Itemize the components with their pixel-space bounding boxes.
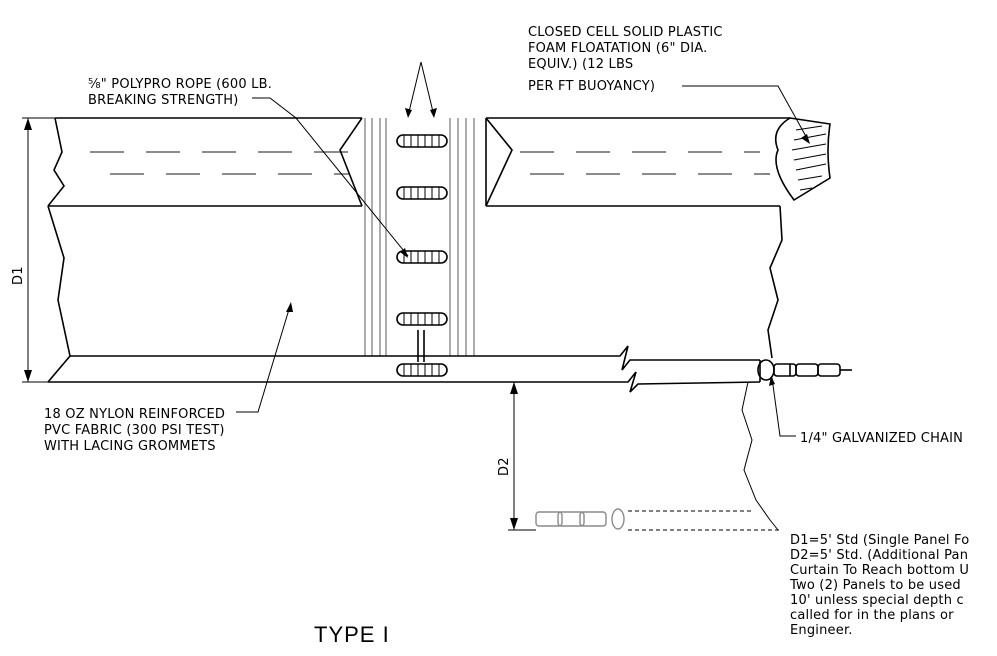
- left-float-end: [339, 117, 363, 207]
- d2-dimension: [508, 382, 536, 531]
- lacing-seam: [364, 118, 475, 362]
- seam-arrows: [405, 61, 437, 118]
- rope-note-line: BREAKING STRENGTH): [88, 93, 239, 108]
- foam-note-line: PER FT BUOYANCY): [528, 79, 655, 94]
- foam-leader: [682, 85, 810, 144]
- fabric-leader: [236, 302, 293, 413]
- grommet: [396, 363, 448, 377]
- lower-chain: [535, 508, 780, 531]
- d1-label: D1: [11, 266, 26, 285]
- additional-panel-edge: [741, 381, 779, 531]
- d1-dimension: [22, 117, 55, 383]
- fabric-note-line: 18 OZ NYLON REINFORCED: [44, 407, 225, 422]
- grommet: [396, 250, 448, 264]
- spec-note: D1=5' Std (Single Panel Fo D2=5' Std. (A…: [789, 533, 969, 638]
- foam-note-line: CLOSED CELL SOLID PLASTIC: [528, 25, 723, 40]
- spec-note-line: D2=5' Std. (Additional Pan: [790, 548, 968, 563]
- chain-leader: [769, 376, 796, 437]
- spec-note-line: Two (2) Panels to be used: [789, 578, 961, 593]
- foam-note-line: EQUIV.) (12 LBS: [528, 57, 633, 72]
- spec-note-line: Curtain To Reach bottom U: [790, 563, 969, 578]
- fabric-note: 18 OZ NYLON REINFORCED PVC FABRIC (300 P…: [44, 407, 225, 454]
- chain-note: 1/4" GALVANIZED CHAIN: [800, 431, 963, 446]
- fabric-note-line: PVC FABRIC (300 PSI TEST): [44, 423, 225, 438]
- right-curtain-panel: [485, 117, 790, 359]
- spec-note-line: called for in the plans or: [790, 608, 954, 623]
- grommet: [396, 186, 448, 200]
- left-curtain-panel: [47, 117, 362, 383]
- rope-note-line: ⅝" POLYPRO ROPE (600 LB.: [88, 77, 272, 92]
- foam-float-section: [774, 117, 831, 202]
- d2-label: D2: [497, 457, 512, 476]
- grommet: [396, 134, 448, 148]
- rope-note: ⅝" POLYPRO ROPE (600 LB. BREAKING STRENG…: [88, 77, 272, 108]
- grommet: [396, 312, 448, 326]
- rope-leader: [252, 97, 409, 258]
- fabric-note-line: WITH LACING GROMMETS: [44, 439, 216, 454]
- spec-note-line: Engineer.: [790, 623, 853, 638]
- foam-note-line: FOAM FLOATATION (6" DIA.: [528, 41, 707, 56]
- galvanized-chain: [757, 359, 852, 381]
- spec-note-line: 10' unless special depth c: [790, 593, 964, 608]
- spec-note-line: D1=5' Std (Single Panel Fo: [790, 533, 969, 548]
- diagram-title: TYPE I: [314, 622, 390, 647]
- foam-note: CLOSED CELL SOLID PLASTIC FOAM FLOATATIO…: [528, 25, 723, 94]
